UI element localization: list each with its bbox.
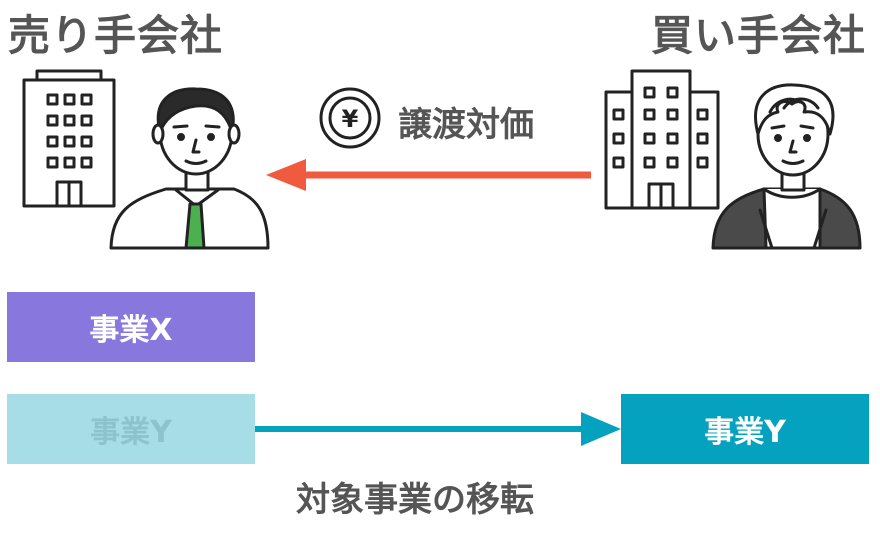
business-y-seller-box: 事業Y [7, 394, 255, 464]
payment-arrow [266, 159, 591, 191]
seller-person-icon [109, 87, 270, 250]
business-y-buyer-box: 事業Y [621, 394, 869, 464]
transfer-label: 対象事業の移転 [296, 480, 534, 520]
buyer-title: 買い手会社 [650, 11, 866, 60]
buyer-person-icon [711, 83, 862, 250]
seller-title: 売り手会社 [8, 11, 224, 60]
yen-symbol: ¥ [342, 105, 359, 133]
payment-label: 譲渡対価 [398, 105, 534, 145]
business-x-box: 事業X [7, 292, 255, 362]
seller-building-icon [22, 69, 116, 208]
buyer-building-icon [604, 69, 720, 210]
yen-coin-icon: ¥ [319, 87, 381, 149]
transfer-arrow [255, 412, 621, 446]
